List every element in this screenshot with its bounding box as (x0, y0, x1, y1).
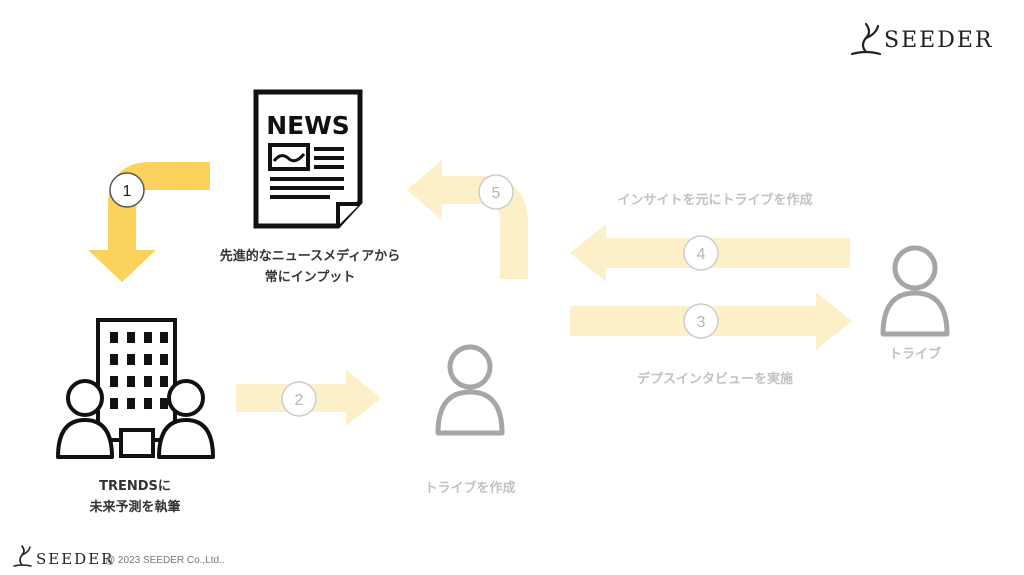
brand-name: SEEDER (884, 28, 994, 53)
step-number-2: 2 (295, 392, 304, 409)
arrow-step-5-head (407, 160, 442, 220)
company-label-line1: TRENDSに (99, 479, 171, 494)
footer-logo-icon (13, 545, 32, 567)
news-label: 先進的なニュースメディアから 常にインプット (190, 246, 430, 288)
tribe-label: トライブ (888, 347, 941, 362)
step-circle-5: 5 (478, 174, 514, 210)
person-icon-right (157, 379, 215, 459)
footer-brand: SEEDER (36, 550, 115, 568)
step-number-4: 4 (697, 246, 706, 263)
arrow-step-1-head (88, 250, 156, 282)
tribe-person-icon (880, 245, 950, 337)
person-icon-left (56, 379, 114, 459)
arrow-step-3-head (816, 292, 852, 350)
step-circle-3: 3 (683, 303, 719, 339)
step-3-label: デプスインタビューを実施 (636, 372, 793, 387)
tribe-create-label: トライブを作成 (424, 481, 516, 496)
step-number-3: 3 (697, 314, 706, 331)
step-circle-4: 4 (683, 235, 719, 271)
step-number-1: 1 (123, 183, 132, 200)
step-4-label: インサイトを元にトライブを作成 (617, 193, 813, 208)
news-label-line1: 先進的なニュースメディアから (219, 249, 401, 264)
newspaper-icon: NEWS (253, 89, 363, 229)
footer-copyright: @ 2023 SEEDER Co.,Ltd.. (105, 555, 225, 566)
arrow-step-2-head (346, 370, 381, 426)
arrow-step-4 (604, 238, 850, 268)
building-icon (96, 318, 177, 458)
step-number-5: 5 (492, 185, 501, 202)
company-label: TRENDSに 未来予測を執筆 (60, 476, 210, 518)
seeder-logo-icon (850, 22, 882, 56)
news-label-line2: 常にインプット (264, 270, 356, 285)
step-circle-2: 2 (281, 381, 317, 417)
tribe-create-person-icon (435, 344, 505, 436)
newspaper-headline: NEWS (266, 111, 350, 140)
company-label-line2: 未来予測を執筆 (89, 500, 181, 515)
step-circle-1: 1 (109, 172, 145, 208)
arrow-step-4-head (570, 224, 606, 282)
